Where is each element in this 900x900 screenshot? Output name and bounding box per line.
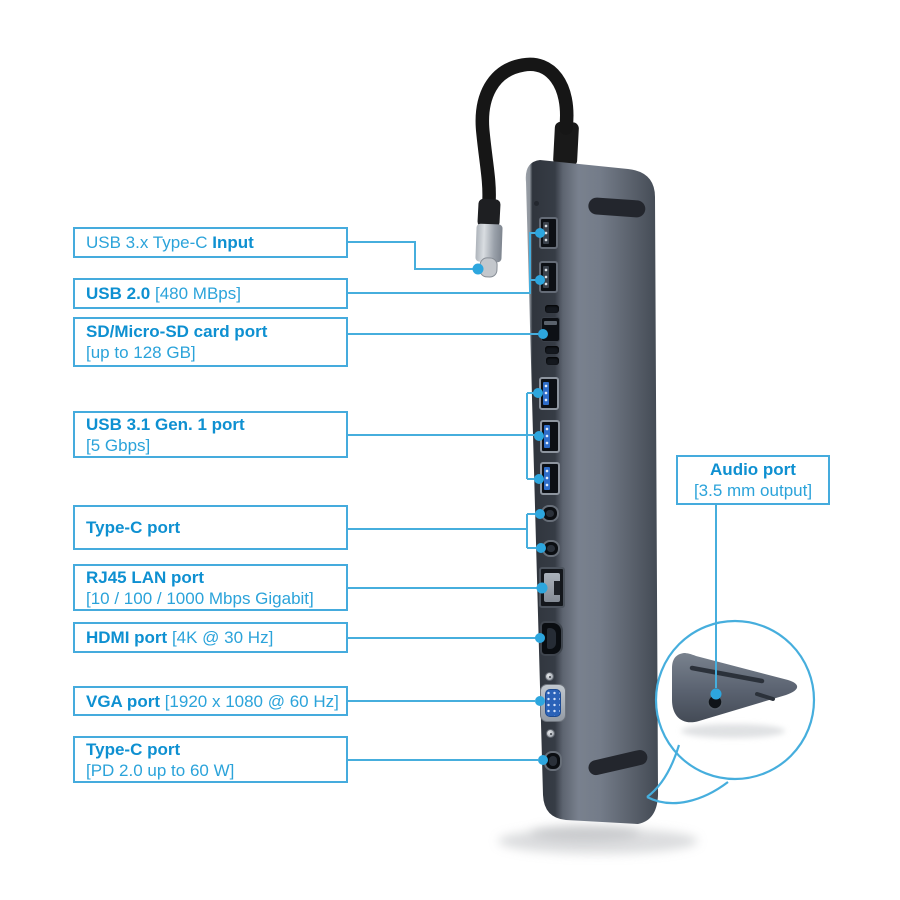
- label-subtext: [5 Gbps]: [86, 435, 151, 455]
- callout-type-c-pd: Type-C port [PD 2.0 up to 60 W]: [73, 736, 348, 783]
- callout-text: Type-C port: [86, 517, 335, 538]
- callout-vga: VGA port [1920 x 1080 @ 60 Hz]: [73, 686, 348, 716]
- callout-usb-3: USB 3.1 Gen. 1 port [5 Gbps]: [73, 411, 348, 458]
- callout-text: RJ45 LAN port: [86, 567, 335, 588]
- label-subtext: [PD 2.0 up to 60 W]: [86, 760, 235, 780]
- callout-text: Type-C port: [86, 739, 335, 760]
- label-strong: VGA port: [86, 691, 160, 711]
- callout-sd-card: SD/Micro-SD card port [up to 128 GB]: [73, 317, 348, 367]
- label-text: [480 MBps]: [150, 284, 241, 303]
- callout-usb-c-input: USB 3.x Type-C Input: [73, 227, 348, 258]
- label-text: [4K @ 30 Hz]: [167, 628, 274, 647]
- callout-hdmi: HDMI port [4K @ 30 Hz]: [73, 622, 348, 653]
- callout-text: USB 3.1 Gen. 1 port: [86, 414, 335, 435]
- label-strong: RJ45 LAN port: [86, 567, 205, 587]
- callout-rj45: RJ45 LAN port [10 / 100 / 1000 Mbps Giga…: [73, 564, 348, 611]
- label-strong: Audio port: [710, 460, 796, 479]
- label-strong: Input: [212, 233, 254, 252]
- label-strong: USB 3.1 Gen. 1 port: [86, 414, 245, 434]
- callout-usb-2: USB 2.0 [480 MBps]: [73, 278, 348, 309]
- callout-text: HDMI port [4K @ 30 Hz]: [86, 627, 335, 648]
- callout-text: USB 2.0 [480 MBps]: [86, 283, 335, 304]
- label-strong: USB 2.0: [86, 284, 151, 303]
- label-subtext: [3.5 mm output]: [693, 481, 813, 500]
- callout-audio: Audio port [3.5 mm output]: [676, 455, 830, 505]
- label-strong: HDMI port: [86, 628, 168, 647]
- label-text: [1920 x 1080 @ 60 Hz]: [159, 691, 339, 711]
- label-strong: Type-C port: [86, 518, 181, 537]
- label-text: USB 3.x Type-C: [86, 233, 213, 252]
- callout-text: SD/Micro-SD card port: [86, 321, 335, 342]
- callout-text: USB 3.x Type-C Input: [86, 232, 335, 253]
- label-subtext: [10 / 100 / 1000 Mbps Gigabit]: [86, 588, 314, 608]
- callout-text: VGA port [1920 x 1080 @ 60 Hz]: [86, 691, 339, 712]
- label-strong: SD/Micro-SD card port: [86, 322, 268, 341]
- label-subtext: [up to 128 GB]: [86, 343, 196, 362]
- callout-type-c: Type-C port: [73, 505, 348, 550]
- label-strong: Type-C port: [86, 739, 181, 759]
- callout-text: Audio port: [682, 459, 824, 480]
